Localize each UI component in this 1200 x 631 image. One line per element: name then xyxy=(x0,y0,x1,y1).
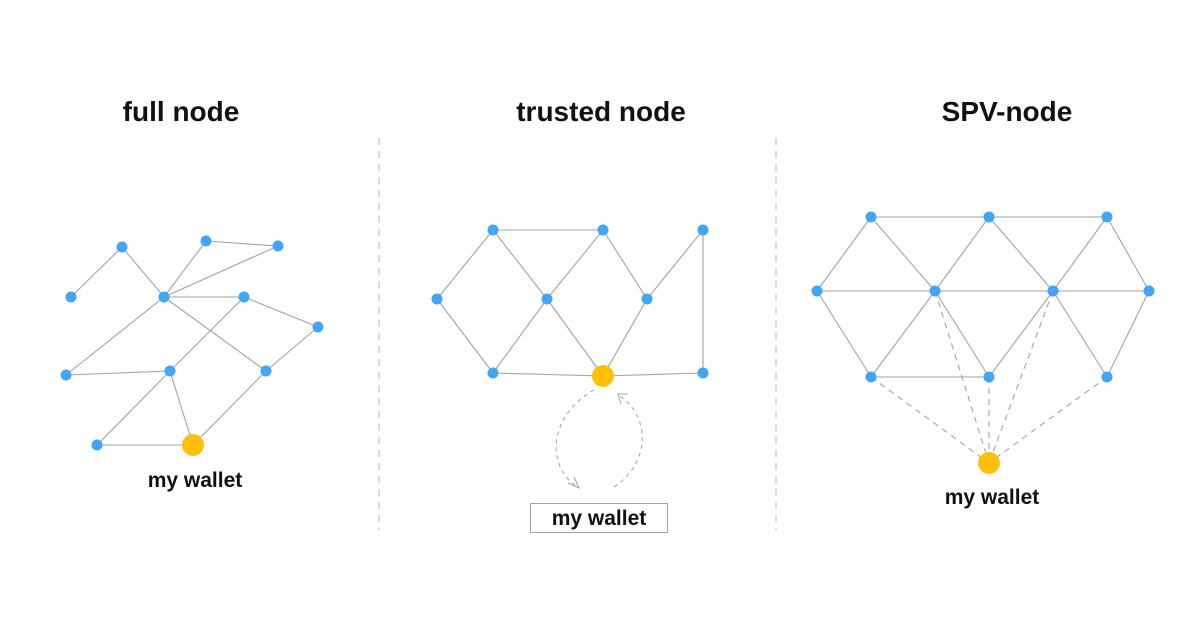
network-node-icon xyxy=(597,224,609,236)
network-node-icon xyxy=(983,371,995,383)
full-node-title: full node xyxy=(122,96,240,127)
network-edge xyxy=(436,229,494,300)
network-node-icon xyxy=(487,367,499,379)
wallet-connection-edge xyxy=(870,376,990,464)
network-edge xyxy=(169,296,245,372)
network-node-icon xyxy=(865,211,877,223)
network-edge xyxy=(546,298,604,377)
network-node-icon xyxy=(641,293,653,305)
network-node-icon xyxy=(697,224,709,236)
network-edge xyxy=(492,229,548,300)
network-edge xyxy=(1052,290,1108,378)
network-node-icon xyxy=(260,365,272,377)
network-node-icon xyxy=(238,291,250,303)
network-node-icon xyxy=(312,321,324,333)
wallet-node-icon xyxy=(182,434,204,456)
network-node-icon xyxy=(1101,371,1113,383)
network-node-icon xyxy=(431,293,443,305)
network-edge xyxy=(870,216,936,292)
network-edge xyxy=(243,296,319,328)
network-edge xyxy=(602,372,704,377)
wallet-connection-edge xyxy=(988,290,1054,464)
trusted-node-wallet-label: my wallet xyxy=(530,503,668,533)
network-edge xyxy=(988,216,1054,292)
wallet-node-icon xyxy=(978,452,1000,474)
panel-dividers xyxy=(378,138,777,530)
network-edge xyxy=(602,229,648,300)
spv-node-title: SPV-node xyxy=(941,96,1073,127)
network-edge xyxy=(205,240,279,247)
network-edge xyxy=(265,326,319,372)
network-node-icon xyxy=(1143,285,1155,297)
network-node-icon xyxy=(811,285,823,297)
network-edge xyxy=(436,298,494,374)
network-edge xyxy=(70,246,123,298)
network-node-icon xyxy=(929,285,941,297)
network-edge xyxy=(934,290,990,378)
wallet-node-icon xyxy=(592,365,614,387)
network-edge xyxy=(988,290,1054,378)
network-edge xyxy=(65,296,165,376)
wallet-connection-edge xyxy=(988,376,1108,464)
network-edge xyxy=(492,298,548,374)
network-edge xyxy=(1106,290,1150,378)
network-node-icon xyxy=(158,291,170,303)
full-node-wallet-label: my wallet xyxy=(147,469,243,492)
network-node-icon xyxy=(200,235,212,247)
network-nodes xyxy=(60,211,1155,474)
network-node-icon xyxy=(541,293,553,305)
relay-arrow-down xyxy=(555,389,595,488)
network-edge xyxy=(816,216,872,292)
network-edge xyxy=(192,370,267,446)
network-edge xyxy=(121,246,165,298)
network-node-icon xyxy=(983,211,995,223)
network-node-icon xyxy=(865,371,877,383)
network-node-icon xyxy=(164,365,176,377)
network-edge xyxy=(602,298,648,377)
network-node-icon xyxy=(65,291,77,303)
network-edge xyxy=(870,290,936,378)
network-node-icon xyxy=(91,439,103,451)
network-edge xyxy=(1052,216,1108,292)
relay-arrowhead-down xyxy=(567,476,581,490)
network-edge xyxy=(163,296,267,372)
network-node-icon xyxy=(60,369,72,381)
network-node-icon xyxy=(1101,211,1113,223)
relay-arrow-up xyxy=(613,394,643,488)
network-edge xyxy=(646,229,704,300)
network-edge xyxy=(163,245,279,298)
network-edge xyxy=(1106,216,1150,292)
network-node-icon xyxy=(1047,285,1059,297)
network-edge xyxy=(934,216,990,292)
network-node-icon xyxy=(116,241,128,253)
network-node-icon xyxy=(697,367,709,379)
network-node-icon xyxy=(272,240,284,252)
relay-arrows xyxy=(555,389,643,490)
network-edge xyxy=(96,370,171,446)
network-edge xyxy=(163,240,207,298)
relay-arrowhead-up xyxy=(617,393,628,405)
network-edge xyxy=(492,372,604,377)
network-edge xyxy=(65,370,171,376)
trusted-node-title: trusted node xyxy=(516,96,686,127)
network-edge xyxy=(546,229,604,300)
spv-node-wallet-label: my wallet xyxy=(944,486,1040,509)
network-node-icon xyxy=(487,224,499,236)
network-edges xyxy=(65,216,1150,464)
network-edge xyxy=(816,290,872,378)
network-edge xyxy=(169,370,194,446)
wallet-connection-edge xyxy=(934,290,990,464)
